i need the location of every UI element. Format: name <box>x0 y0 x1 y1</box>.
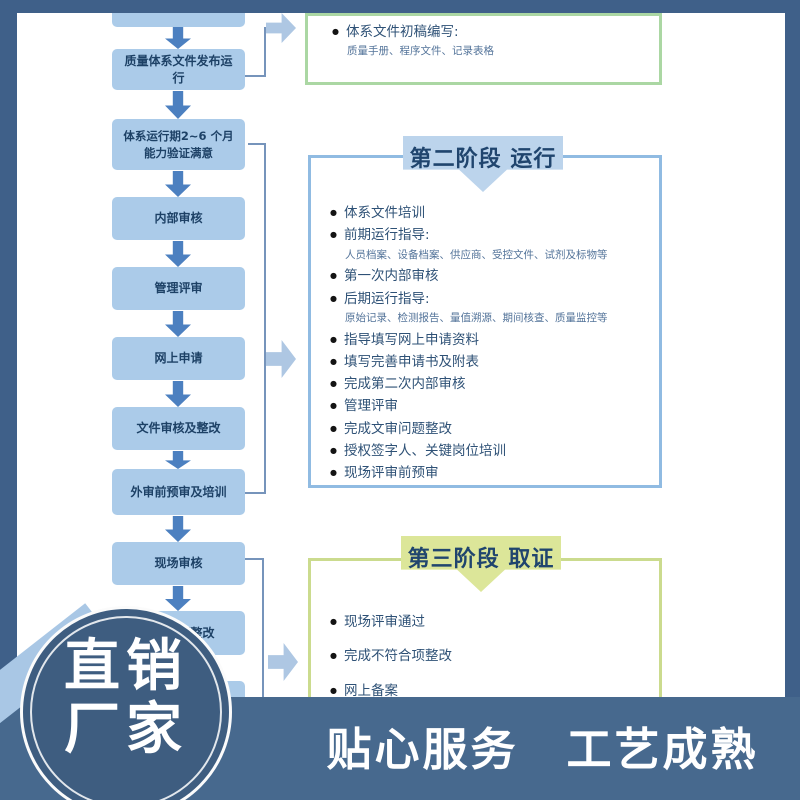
flow-box: 质量体系文件发布运行 <box>112 49 245 90</box>
stage3-title: 第三阶段 取证 <box>407 547 555 572</box>
flow-connector <box>244 75 266 77</box>
list-item: 填写完善申请书及附表 <box>330 352 608 372</box>
stage2-list: 体系文件培训 前期运行指导: 人员档案、设备档案、供应商、受控文件、试剂及标物等… <box>330 203 608 485</box>
list-item: 第一次内部审核 <box>330 266 608 286</box>
list-subitem: 人员档案、设备档案、供应商、受控文件、试剂及标物等 <box>345 248 608 261</box>
list-subitem: 原始记录、检测报告、量值溯源、期间核查、质量监控等 <box>345 311 608 324</box>
list-item: 后期运行指导: <box>330 289 608 309</box>
list-item: 现场评审通过 <box>330 612 452 632</box>
list-item: 管理评审 <box>330 396 608 416</box>
stage3-arrow-icon <box>268 643 298 681</box>
flow-connector <box>264 143 266 494</box>
down-arrow-icon <box>165 91 191 119</box>
flow-box: 网上申请 <box>112 337 245 380</box>
list-item: 授权签字人、关键岗位培训 <box>330 441 608 461</box>
flow-connector <box>244 558 264 560</box>
list-item: 网上备案 <box>330 681 452 701</box>
list-item: 完成文审问题整改 <box>330 419 608 439</box>
stage3-list: 现场评审通过 完成不符合项整改 网上备案 <box>330 612 452 715</box>
flow-box: 现场审核 <box>112 542 245 585</box>
down-arrow-icon <box>165 241 191 267</box>
list-item: 指导填写网上申请资料 <box>330 330 608 350</box>
down-arrow-icon <box>165 27 191 49</box>
badge-line-1: 直销 <box>64 634 188 700</box>
list-item: 完成不符合项整改 <box>330 646 452 666</box>
down-arrow-icon <box>165 381 191 407</box>
list-item: 完成第二次内部审核 <box>330 374 608 394</box>
stage1-list: 体系文件初稿编写: 质量手册、程序文件、记录表格 <box>332 22 494 63</box>
stage1-sub: 质量手册、程序文件、记录表格 <box>347 45 494 58</box>
flow-connector <box>264 27 266 77</box>
flow-box <box>112 13 245 27</box>
down-arrow-icon <box>165 451 191 469</box>
frame-left <box>0 0 17 800</box>
flow-box: 体系运行期2~6 个月 能力验证满意 <box>112 119 245 170</box>
flow-box: 外审前预审及培训 <box>112 469 245 515</box>
badge-line-2: 厂家 <box>64 697 188 762</box>
list-item: 体系文件培训 <box>330 203 608 223</box>
flow-connector <box>262 558 264 697</box>
flow-box: 内部审核 <box>112 197 245 240</box>
stage2-arrow-icon <box>266 340 296 378</box>
direct-sale-badge: 直销 厂家 <box>20 606 232 800</box>
flow-connector <box>244 492 266 494</box>
footer-slogan: 贴心服务 工艺成熟 <box>326 723 759 776</box>
flow-box: 管理评审 <box>112 267 245 310</box>
stage1-bullet: 体系文件初稿编写: <box>332 22 494 42</box>
down-arrow-icon <box>165 171 191 197</box>
frame-top <box>0 0 800 13</box>
list-item: 现场评审前预审 <box>330 463 608 483</box>
down-arrow-icon <box>165 516 191 542</box>
stage1-arrow-icon <box>266 13 296 43</box>
flow-box: 文件审核及整改 <box>112 407 245 450</box>
down-arrow-icon <box>165 586 191 611</box>
list-item: 前期运行指导: <box>330 225 608 245</box>
flow-connector <box>248 143 266 145</box>
stage2-title: 第二阶段 运行 <box>409 147 557 172</box>
frame-right <box>785 0 800 800</box>
down-arrow-icon <box>165 311 191 337</box>
